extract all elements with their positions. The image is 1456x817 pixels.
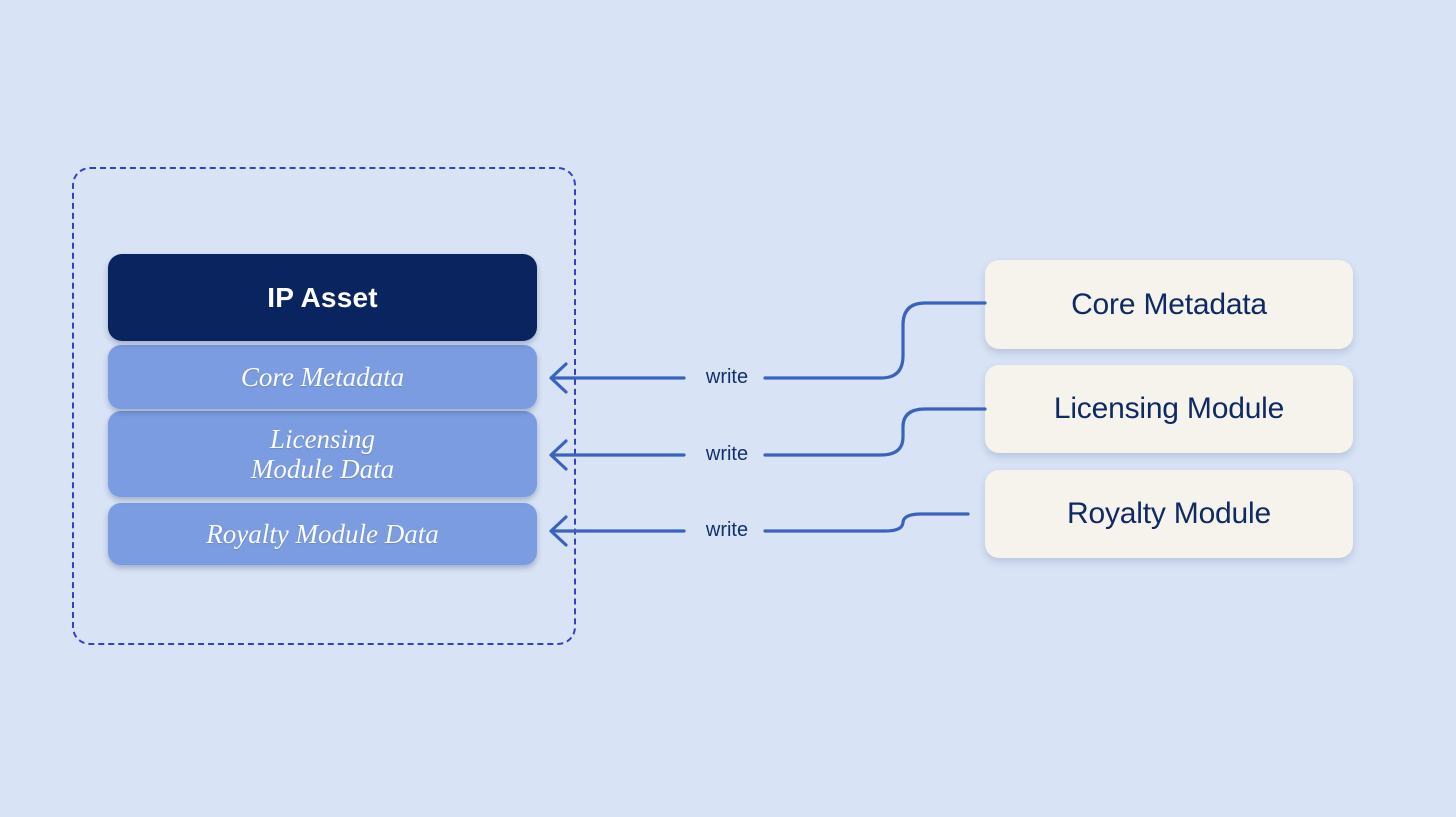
connector-write-core-metadata [549,301,987,394]
module-card-core-metadata[interactable]: Core Metadata [985,260,1353,349]
module-card-royalty-module-label: Royalty Module [1067,497,1271,530]
connector-label-write-licensing-module: write [705,443,749,465]
module-card-licensing-module[interactable]: Licensing Module [985,365,1353,453]
ip-asset-box[interactable]: IP Asset [108,254,537,341]
licensing-line-2: Module Data [250,454,395,484]
data-layer-core-metadata[interactable]: Core Metadata [108,345,537,409]
data-layer-licensing-module-data[interactable]: Licensing Module Data [108,411,537,497]
connector-label-write-core-metadata: write [705,366,749,388]
data-layer-royalty-module-data[interactable]: Royalty Module Data [108,503,537,565]
data-layer-licensing-module-data-label: Licensing Module Data [251,424,394,484]
connector-label-write-royalty-module: write [705,519,749,541]
ip-asset-container-boundary [72,167,576,645]
data-layer-core-metadata-label: Core Metadata [240,361,405,392]
data-layer-royalty-module-data-label: Royalty Module Data [206,518,439,549]
connector-write-licensing-module [549,407,987,471]
licensing-line-1: Licensing [269,423,375,454]
ip-asset-label: IP Asset [267,281,378,313]
module-card-licensing-module-label: Licensing Module [1053,392,1285,425]
module-card-royalty-module[interactable]: Royalty Module [985,470,1353,558]
module-card-core-metadata-label: Core Metadata [1071,287,1267,321]
